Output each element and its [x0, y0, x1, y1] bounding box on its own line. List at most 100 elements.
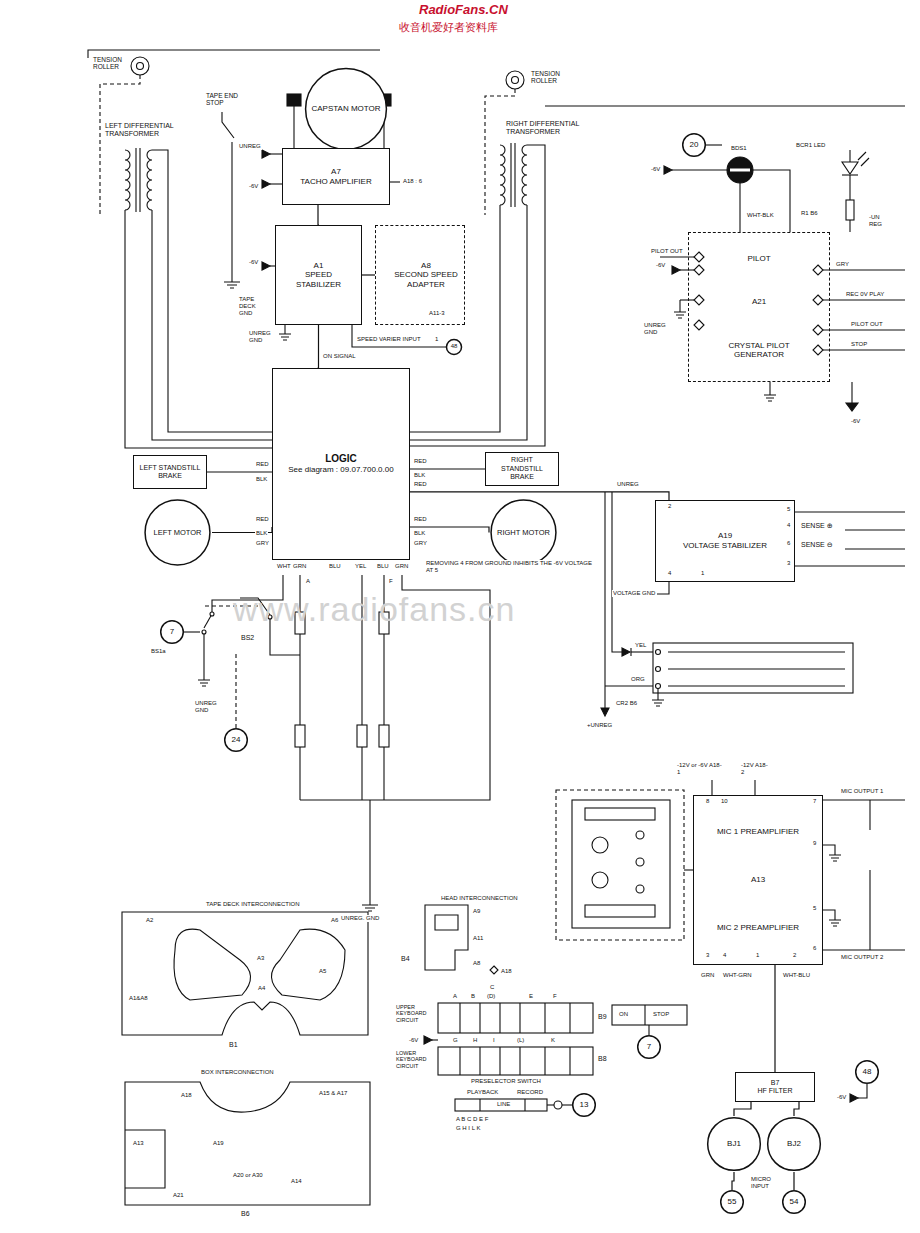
schematic-label: A6: [330, 917, 339, 924]
jack-symbol-outline: [768, 1118, 821, 1171]
pin-diamond: [813, 265, 823, 275]
keyboard-switch: [460, 1003, 570, 1033]
schematic-label: BS1a: [150, 648, 167, 655]
schematic-label: TAPE DECK GND: [238, 296, 270, 317]
schematic-label: RED: [255, 461, 270, 468]
amplifier-module: A7TACHO AMPLIFIER: [282, 148, 390, 205]
wire: [284, 325, 285, 334]
wire: [680, 269, 694, 270]
callout-number: 48: [446, 339, 462, 355]
mic-panel: [636, 858, 644, 866]
schematic-label: A20 or A30: [232, 1172, 264, 1179]
schematic-label: PILOT OUT: [650, 248, 684, 255]
wire: [125, 106, 905, 1105]
schematic-label: 5: [786, 506, 791, 513]
schematic-label: 1: [700, 570, 705, 577]
component-title: A7: [331, 167, 341, 177]
component-title: 13: [580, 1100, 589, 1110]
pin-diamond: [813, 295, 823, 305]
wire: [270, 153, 282, 154]
schematic-label: BS2: [240, 634, 255, 642]
wire-connector: [318, 325, 319, 368]
mic-panel: [592, 872, 608, 888]
callout-number-outline: [856, 1061, 879, 1084]
callout-number-outline: [573, 1094, 596, 1117]
schematic-label: -6V: [248, 183, 259, 190]
schematic-label: A21: [172, 1192, 185, 1199]
wire: [383, 747, 384, 800]
component-title: 7: [170, 627, 174, 637]
schematic-label: BLK: [255, 476, 268, 483]
schematic-label: BOX INTERCONNECTION: [200, 1069, 275, 1076]
pin-diamond: [490, 966, 498, 974]
callout-number: 54: [782, 1190, 806, 1214]
battery-box: [656, 650, 661, 655]
mechanical-link: [100, 75, 140, 215]
schematic-label: G: [452, 1037, 459, 1044]
mechanical-link: [100, 75, 684, 940]
jack-symbol: BJ1: [706, 1116, 762, 1172]
schematic-label: 2: [792, 952, 797, 959]
schematic-label: H: [472, 1037, 478, 1044]
motor-shaft: [287, 94, 301, 106]
component-text: HF FILTER: [758, 1087, 793, 1095]
pin-marker: [424, 1036, 432, 1044]
wire: [706, 144, 722, 145]
pin-marker: [601, 708, 609, 716]
schematic-label: 4: [786, 522, 791, 529]
schematic-label: A18: [500, 968, 513, 975]
wire: [203, 632, 204, 680]
wire: [849, 175, 850, 200]
schematic-label: SENSE ⊖: [800, 541, 834, 549]
site-header: RadioFans.CN: [418, 3, 509, 18]
wire: [361, 747, 362, 800]
schematic-label: A5: [318, 968, 327, 975]
schematic-label: GRY: [255, 540, 270, 547]
lamp-symbol: [727, 157, 753, 183]
mechanical-link: [556, 790, 684, 940]
schematic-label: A11-3: [428, 310, 446, 317]
circuit-board-outline: [122, 905, 468, 1205]
motor-symbol-outline: [306, 69, 387, 150]
schematic-label: GRN: [700, 972, 715, 979]
schematic-label: BCR1 LED: [795, 142, 826, 149]
schematic-label: C: [489, 984, 495, 991]
schematic-label: YEL: [354, 563, 367, 570]
wire: [869, 800, 870, 830]
schematic-label: BDS1: [730, 145, 748, 152]
wire-connector: [362, 274, 375, 275]
schematic-label: 6: [786, 540, 791, 547]
lamp-symbol: [730, 169, 750, 172]
schematic-label: -12V A18-2: [740, 762, 772, 776]
schematic-label: GRN: [394, 563, 409, 570]
schematic-label: A9: [472, 908, 481, 915]
component-title: A19: [718, 531, 732, 541]
led-symbol: [858, 152, 869, 166]
wire-connector: [774, 965, 775, 1072]
battery-box: [656, 684, 661, 689]
wire-label: UNREG: [616, 481, 640, 488]
wire-connector: [794, 1102, 799, 1116]
pin-marker: [262, 150, 270, 158]
component-text: VOLTAGE STABILIZER: [683, 541, 767, 551]
wire: [222, 112, 234, 138]
wire: [152, 150, 272, 432]
transformer-coil: [125, 150, 130, 210]
wire: [849, 150, 850, 162]
schematic-label: BLK: [255, 530, 268, 537]
callout-number-outline: [161, 621, 184, 644]
wire: [845, 548, 905, 549]
callout-number-outline: [783, 1191, 806, 1214]
keyboard-switch: [644, 1005, 645, 1025]
lamp-symbol: [727, 157, 753, 183]
wire: [754, 780, 755, 795]
schematic-label: E: [528, 993, 534, 1000]
callout-number: 20: [682, 133, 706, 157]
wire: [369, 800, 370, 905]
mechanical-link: [235, 652, 236, 728]
component-title: 54: [790, 1197, 799, 1207]
wire-connector: [734, 1102, 751, 1116]
switch-contact: [379, 725, 389, 747]
component-title: CAPSTAN MOTOR: [311, 104, 380, 114]
